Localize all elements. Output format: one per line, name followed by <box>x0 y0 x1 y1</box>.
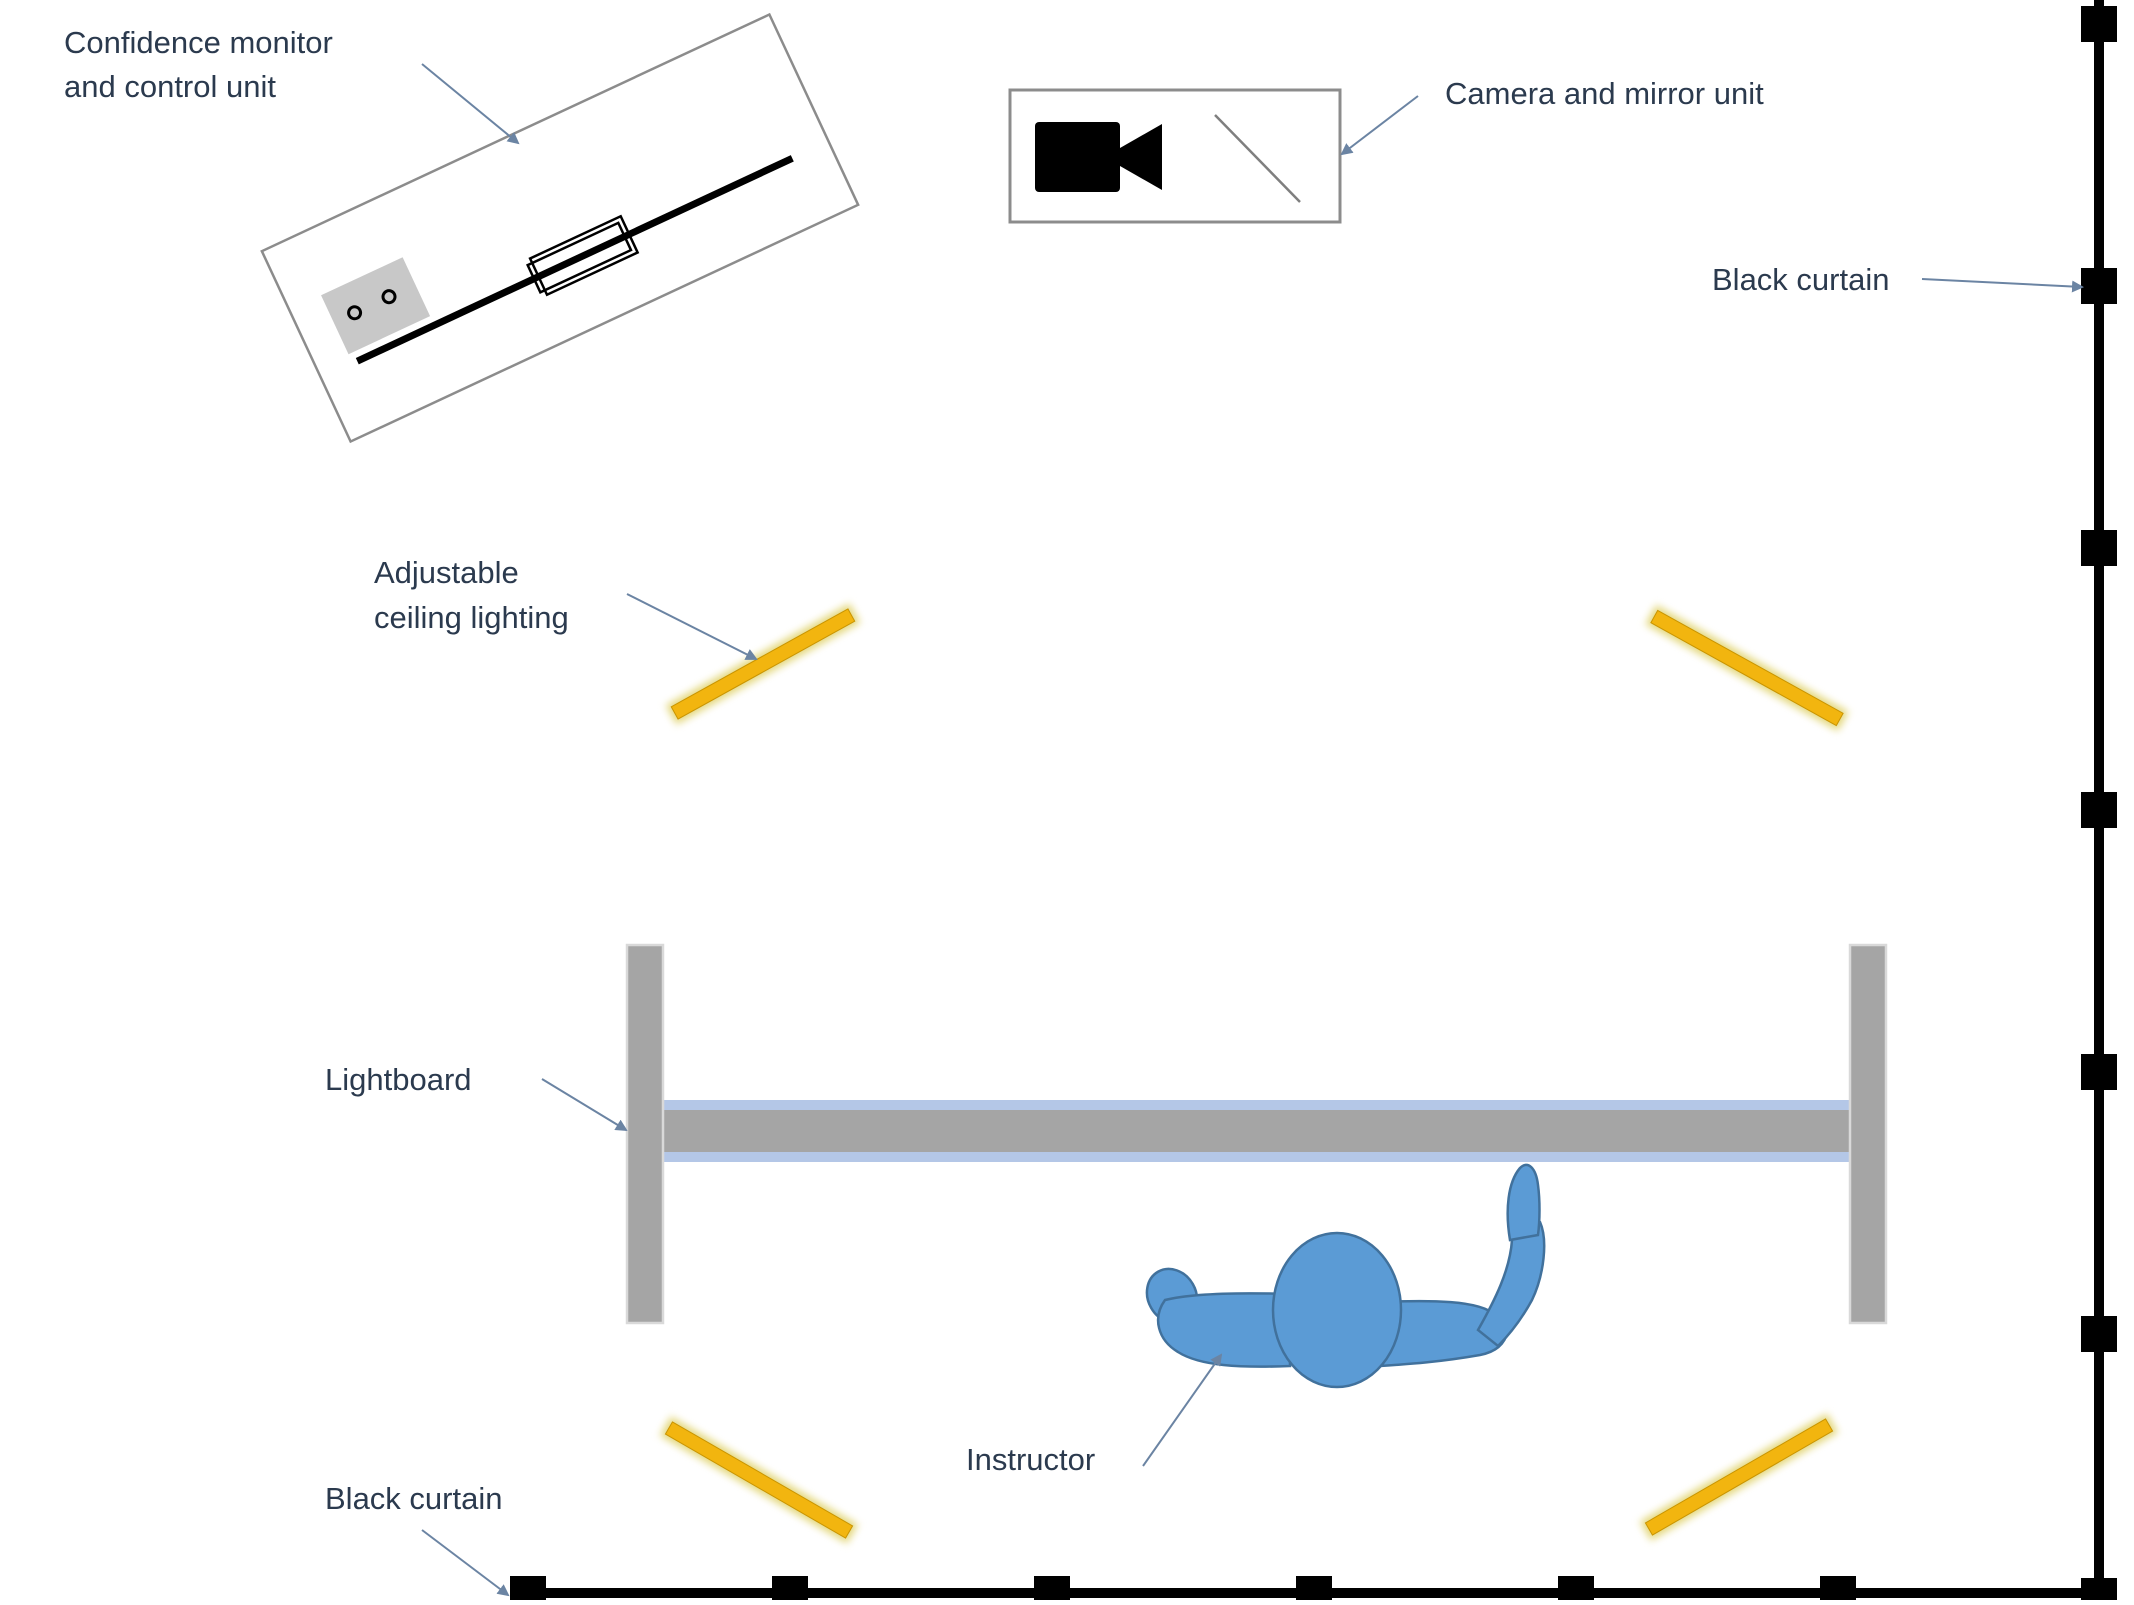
ceiling-light-bottom-left <box>659 1416 859 1544</box>
ceiling-light-icon <box>1650 609 1844 727</box>
label-confidence-monitor: Confidence monitor and control unit <box>64 25 341 104</box>
arrow-camera-mirror <box>1340 95 1419 156</box>
ceiling-light-icon <box>670 608 856 720</box>
label-lightboard: Lightboard <box>325 1062 472 1097</box>
label-line: and control unit <box>64 69 276 104</box>
ceiling-light-bottom-right <box>1639 1413 1839 1541</box>
control-panel-icon <box>321 257 431 355</box>
monitor-rail <box>355 155 794 365</box>
monitor-slider <box>526 214 640 297</box>
label-black-curtain-bottom: Black curtain <box>325 1481 502 1516</box>
arrow-black-curtain-bottom <box>421 1529 510 1597</box>
lightboard-stand-right <box>1848 943 1888 1325</box>
video-camera-icon <box>1035 122 1162 192</box>
arrow-lightboard <box>541 1078 628 1132</box>
mirror-icon <box>1214 114 1301 203</box>
arrow-confidence-monitor <box>421 63 520 145</box>
label-camera-mirror: Camera and mirror unit <box>1445 76 1764 111</box>
arrow-ceiling-lighting <box>626 593 758 660</box>
lightboard-stand-left <box>625 943 665 1325</box>
arrow-black-curtain-right <box>1921 278 2084 293</box>
lightboard-glass <box>662 1110 1850 1152</box>
instructor-figure-icon <box>1145 1163 1546 1389</box>
ceiling-light-icon <box>1644 1418 1834 1536</box>
label-black-curtain-right: Black curtain <box>1712 262 1889 297</box>
black-curtain-bottom <box>510 1576 2110 1600</box>
ceiling-light-top-left <box>665 603 861 725</box>
confidence-monitor-unit <box>260 12 860 444</box>
ceiling-light-top-right <box>1645 605 1849 731</box>
label-line: Confidence monitor <box>64 25 333 60</box>
label-line: Adjustable <box>374 555 519 590</box>
label-line: ceiling lighting <box>374 600 569 635</box>
label-instructor: Instructor <box>966 1442 1095 1477</box>
ceiling-light-icon <box>664 1421 854 1539</box>
camera-mirror-unit <box>1008 88 1342 224</box>
lightboard <box>625 943 1888 1325</box>
label-ceiling-lighting: Adjustable ceiling lighting <box>374 555 569 635</box>
black-curtain-right <box>2081 0 2117 1600</box>
arrow-instructor <box>1142 1353 1223 1467</box>
